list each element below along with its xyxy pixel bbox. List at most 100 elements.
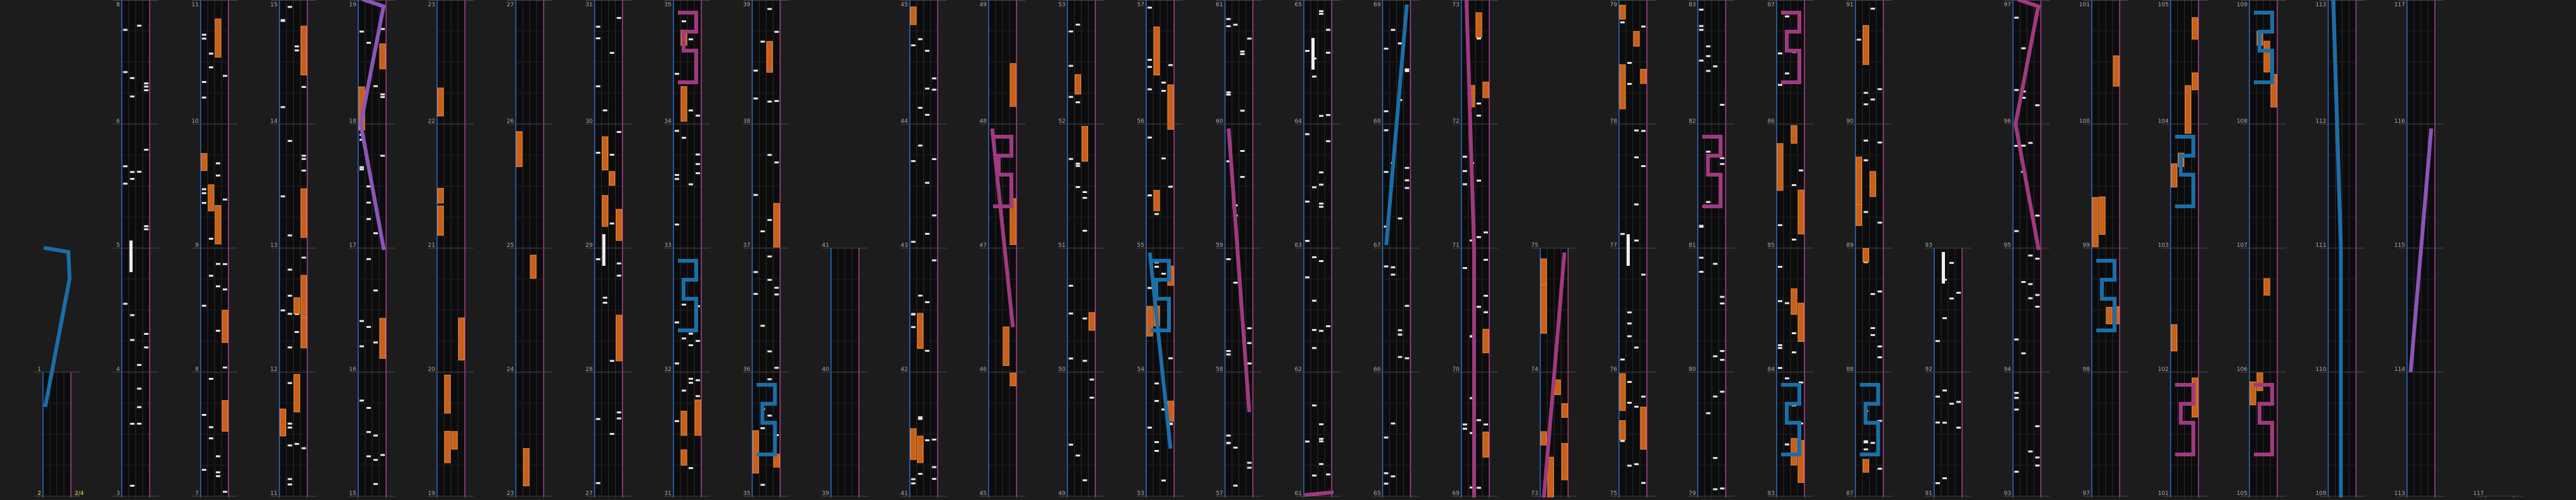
measure-number: 59 — [1216, 242, 1223, 249]
tap-note — [1877, 222, 1882, 224]
tap-note — [216, 471, 220, 473]
tap-note — [1397, 356, 1403, 358]
measure-number: 28 — [585, 366, 593, 373]
tap-note — [596, 151, 601, 154]
hold-note — [208, 184, 215, 211]
tap-note — [1305, 49, 1310, 52]
tap-note — [1397, 42, 1403, 45]
tap-note — [216, 285, 220, 287]
tap-note — [753, 70, 758, 72]
tap-note — [1699, 270, 1704, 273]
tap-note — [1720, 104, 1725, 106]
tap-note — [1391, 422, 1396, 425]
measure-number: 15 — [349, 491, 356, 497]
tap-note — [1713, 457, 1718, 459]
tap-note — [202, 34, 206, 36]
tap-note — [696, 340, 700, 342]
tap-note — [1147, 59, 1152, 61]
tap-note — [1168, 185, 1173, 188]
tap-note — [130, 178, 135, 180]
hold-note — [1863, 459, 1869, 473]
measure-number: 106 — [2237, 366, 2248, 373]
tap-note — [130, 484, 135, 487]
tap-note — [1404, 187, 1410, 189]
measure-number: 66 — [1373, 366, 1381, 373]
tap-note — [1863, 441, 1868, 444]
tap-note — [1319, 171, 1323, 173]
tap-note — [1713, 355, 1718, 358]
measure-number: 9 — [195, 242, 199, 249]
measure-number: 117 — [2394, 2, 2405, 8]
tap-note — [682, 303, 686, 306]
measure-number: 3 — [116, 491, 120, 497]
tap-note — [1312, 256, 1316, 258]
tap-note — [130, 95, 135, 97]
hold-note — [1798, 303, 1804, 342]
hold-note — [1870, 171, 1876, 197]
tap-note — [1326, 28, 1330, 31]
measure-number: 10 — [192, 118, 199, 125]
pink-foot-slide — [1304, 490, 1334, 497]
tap-note — [1312, 404, 1316, 407]
tap-note — [1785, 377, 1789, 380]
tap-note — [202, 81, 206, 84]
hold-note — [201, 153, 208, 171]
blue-steps-slide — [756, 383, 777, 456]
tap-note — [932, 466, 937, 468]
hold-note — [1547, 456, 1554, 500]
tap-note — [130, 339, 135, 341]
tap-note — [294, 45, 299, 47]
tap-note — [1870, 98, 1875, 101]
tap-note — [1326, 473, 1330, 476]
tap-note — [1168, 357, 1173, 359]
tap-note — [2028, 142, 2033, 144]
tap-note — [1477, 419, 1481, 422]
measure-number: 30 — [585, 118, 593, 125]
tap-note — [1161, 479, 1166, 482]
measure-number: 40 — [822, 366, 830, 373]
tap-note — [1161, 272, 1166, 275]
hold-note — [1482, 328, 1489, 353]
tap-note — [2028, 283, 2033, 285]
measure-number: 111 — [2315, 242, 2326, 249]
tap-note — [918, 473, 923, 475]
tap-note — [918, 416, 923, 418]
tap-note — [1147, 287, 1152, 289]
tap-note — [144, 225, 149, 227]
tap-note — [1463, 423, 1467, 426]
tap-note — [209, 275, 213, 277]
tap-note — [1699, 256, 1704, 259]
measure-number: 75 — [1610, 491, 1617, 497]
tap-note — [1404, 179, 1410, 182]
tap-note — [1384, 482, 1389, 485]
tap-note — [2028, 450, 2033, 453]
measure-number: 85 — [1768, 242, 1775, 249]
measure-number: 21 — [428, 242, 435, 249]
blue-steps-slide — [678, 259, 698, 332]
tap-note — [209, 66, 213, 68]
hold-note — [1541, 431, 1547, 446]
measure-number: 29 — [585, 242, 593, 249]
wall-marker — [1311, 38, 1315, 70]
tap-note — [130, 171, 135, 173]
pink-diag-slide — [990, 128, 1015, 328]
tap-note — [2021, 281, 2026, 284]
tap-note — [596, 482, 601, 484]
tap-note — [1463, 183, 1467, 185]
measure-number: 97 — [2004, 2, 2011, 8]
tap-note — [1463, 267, 1467, 270]
tap-note — [1240, 50, 1245, 53]
measure-number: 8 — [116, 2, 120, 8]
hold-note — [616, 209, 622, 241]
tap-note — [1326, 325, 1330, 327]
hold-note — [1633, 31, 1640, 47]
hold-note — [1798, 189, 1804, 235]
hold-note — [437, 187, 444, 204]
hold-note — [1791, 288, 1798, 315]
tap-note — [1620, 358, 1625, 361]
measure-number: 19 — [428, 491, 435, 497]
tap-note — [1720, 487, 1725, 490]
tap-note — [2021, 47, 2026, 49]
